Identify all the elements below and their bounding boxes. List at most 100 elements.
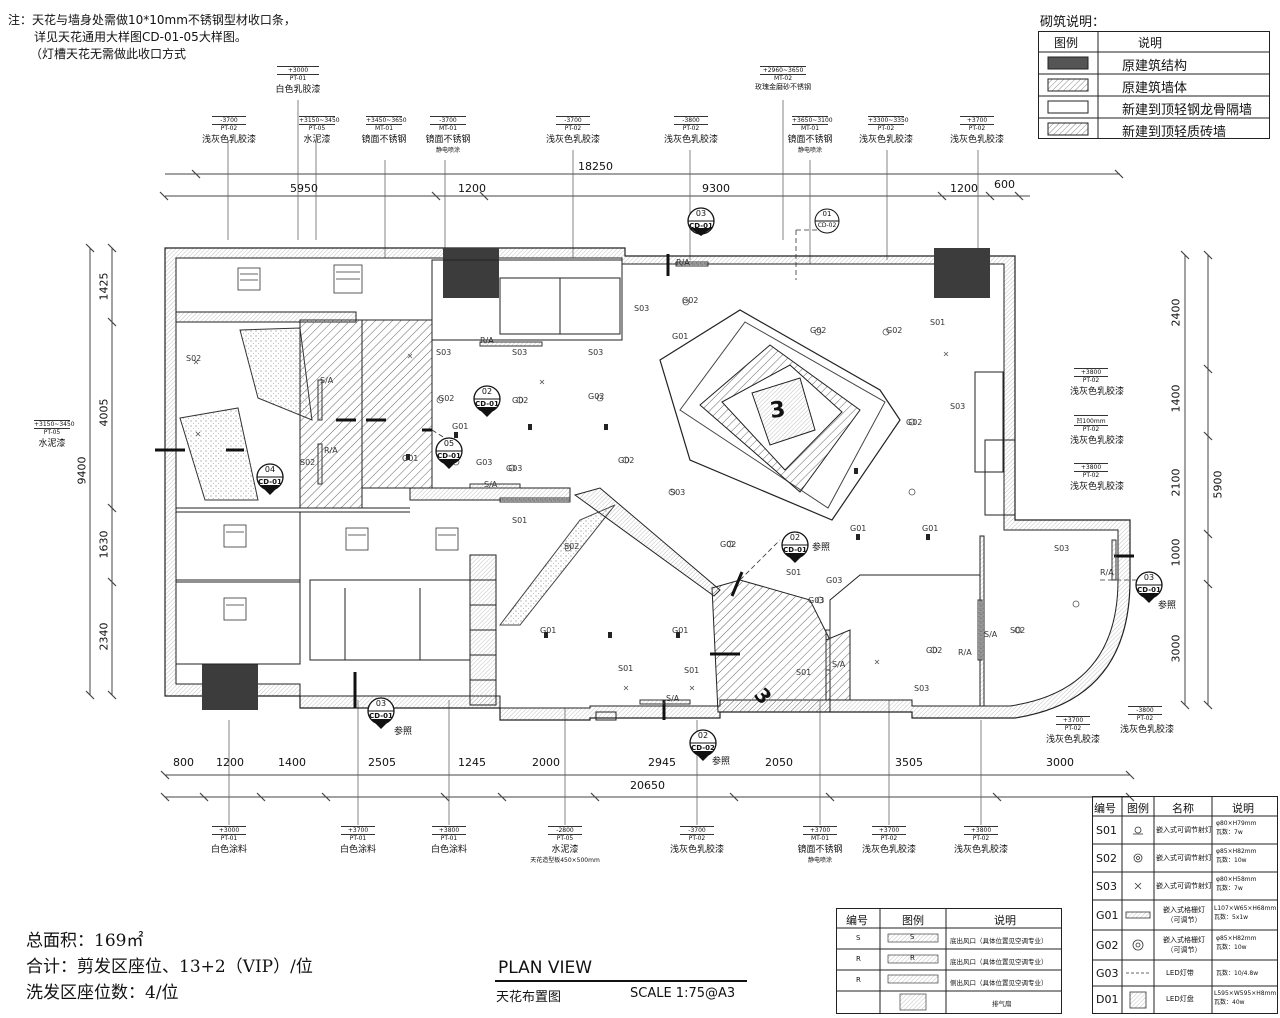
callout-material: MT-01 [800, 125, 820, 132]
callout-sub: 静电喷涂 [435, 147, 460, 154]
callout-code: +3450~3650 [366, 116, 407, 125]
marker-num: 04 [264, 465, 276, 474]
dim-left-seg: 2340 [97, 622, 111, 651]
marker-ref: CD-01 [258, 478, 282, 486]
fixture-label: G02 [810, 326, 827, 335]
drawing-subtitle: 天花布置图 [496, 990, 562, 1005]
light-spec: φ80×H79mm 瓦数：7w [1216, 820, 1257, 836]
vent-legend-table: 编号 图例 说明 S S 底出风口（具体位置见空调专业） R R 底出风口（具体… [836, 908, 1062, 1014]
material-callout: +3800 PT-02 浅灰色乳胶漆 [1070, 463, 1124, 492]
callout-code: +2960~3650 [760, 66, 806, 75]
light-row: S02 嵌入式可调节射灯 φ85×H82mm 瓦数：10w [1092, 844, 1278, 872]
fixture-label: G03 [506, 464, 523, 473]
callout-code: -3700 [680, 826, 714, 835]
light-name: 嵌入式格栅灯 （可调节） [1163, 906, 1205, 924]
fixture-label: G01 [922, 524, 939, 533]
return-air-label: R/A [958, 648, 972, 657]
callout-code: +3800 [964, 826, 998, 835]
dimension-lines [85, 169, 1213, 802]
marker-num: 01 [822, 210, 832, 218]
callout-desc: 白色乳胶漆 [275, 85, 321, 95]
callout-code: 凹100mm [1074, 415, 1108, 426]
top-leaders [227, 100, 979, 270]
fixture-label: G01 [850, 524, 867, 533]
vent-code: R [856, 976, 861, 984]
hatched-wall [825, 629, 851, 701]
marker-num: 02 [481, 387, 493, 396]
project-stats: 总面积：169㎡ 合计：剪发区座位、13+2（VIP）/位 洗发区座位数：4/位 [26, 928, 313, 1006]
fixture-tags [406, 424, 930, 638]
supply-air-label: S/A [320, 376, 334, 385]
section-marker: 02 CD-02 参照 [688, 728, 744, 768]
vent-desc: 排气扇 [992, 1000, 1012, 1008]
material-callout: 凹100mm PT-02 浅灰色乳胶漆 [1070, 415, 1124, 446]
fixture-label: S02 [564, 542, 580, 551]
vent-bars [317, 261, 1117, 705]
legend-header-desc: 说明 [1138, 36, 1163, 50]
callout-code: +3150~3450 [299, 116, 340, 125]
callout-code: -3800 [1128, 706, 1162, 715]
section-marker: 03 CD-01 参照 [1134, 570, 1190, 614]
dim-bottom-seg: 2000 [532, 756, 560, 769]
note-line-1: 注：天花与墙身处需做10*10mm不锈钢型材收口条， [8, 13, 296, 27]
material-callout: +3650~3100 MT-01 镜面不锈钢 静电喷涂 [787, 116, 833, 154]
dim-right-seg: 2400 [1169, 298, 1183, 327]
material-callout: +2960~3650 MT-02 玫瑰金磨砂不锈钢 [755, 66, 811, 92]
dim-right-seg: 3000 [1169, 634, 1183, 663]
fixture-label: S03 [1054, 544, 1070, 553]
light-code: G01 [1096, 909, 1119, 922]
light-header: 编号 [1094, 802, 1116, 815]
fixture-label: S01 [684, 666, 700, 675]
callout-desc: 镜面不锈钢 [787, 135, 833, 145]
vent-desc: 侧出风口（具体位置见空调专业） [950, 979, 1048, 987]
light-spec: 瓦数：10/4.8w [1216, 970, 1259, 977]
callout-material: MT-02 [773, 75, 793, 82]
fixture-label: S02 [300, 458, 316, 467]
marker-num: 02 [789, 533, 801, 542]
callout-desc: 水泥漆 [303, 135, 331, 145]
vent-desc: 底出风口（具体位置见空调专业） [950, 958, 1048, 966]
callout-material: PT-02 [1064, 725, 1082, 732]
blank-pattern-swatch [1047, 100, 1089, 114]
vent-table-grid [836, 908, 1062, 1014]
callout-code: +3700 [1056, 716, 1090, 725]
marker-num: 03 [695, 209, 707, 218]
fixture-label: S02 [1010, 626, 1026, 635]
dim-right-seg: 2100 [1169, 468, 1183, 497]
marker-ref: CD-01 [475, 400, 499, 408]
callout-material: MT-01 [374, 125, 394, 132]
dim-top-seg: 1200 [950, 182, 978, 195]
dim-top-total: 18250 [578, 160, 613, 173]
marker-num: 05 [443, 439, 455, 448]
fixture-label: G01 [402, 454, 419, 463]
light-header: 说明 [1232, 802, 1254, 815]
material-callout: +3800 PT-02 浅灰色乳胶漆 [954, 826, 1008, 855]
supply-air-label: S/A [484, 480, 498, 489]
marker-note: 参照 [712, 757, 731, 767]
light-fixtures [193, 298, 1080, 691]
dim-right-seg: 1400 [1169, 384, 1183, 413]
solid-pattern-swatch [1047, 56, 1089, 70]
light-row: D01 LED灯盘 L595×W595×H8mm 瓦数：40w [1092, 986, 1278, 1014]
light-row: S03 嵌入式可调节射灯 φ80×H58mm 瓦数：7w [1092, 872, 1278, 900]
vent-header: 编号 [846, 914, 868, 927]
callout-code: +3700 [341, 826, 375, 835]
callout-material: PT-02 [220, 125, 238, 132]
fixture-label: G03 [826, 576, 843, 585]
callout-code: +3800 [1074, 463, 1108, 472]
dim-top-seg: 600 [994, 178, 1015, 191]
callout-code: +3700 [960, 116, 994, 125]
light-name: LED灯盘 [1166, 995, 1194, 1003]
callout-material: PT-02 [1136, 715, 1154, 722]
title-rule [495, 980, 747, 982]
material-callout: -3700 PT-02 浅灰色乳胶漆 [546, 116, 600, 145]
fixture-label: G02 [720, 540, 737, 549]
masonry-legend: 图例 说明 原建筑结构 原建筑墙体 新建到顶轻钢龙骨隔墙 新建到顶轻质砖墙 [1038, 31, 1270, 140]
diamond-ceiling-feature [659, 309, 901, 521]
callout-material: PT-02 [1082, 377, 1100, 384]
marker-note: 参照 [812, 543, 831, 553]
callout-desc: 浅灰色乳胶漆 [858, 135, 913, 145]
callout-desc: 浅灰色乳胶漆 [861, 845, 916, 855]
callout-desc: 白色涂料 [339, 845, 376, 855]
